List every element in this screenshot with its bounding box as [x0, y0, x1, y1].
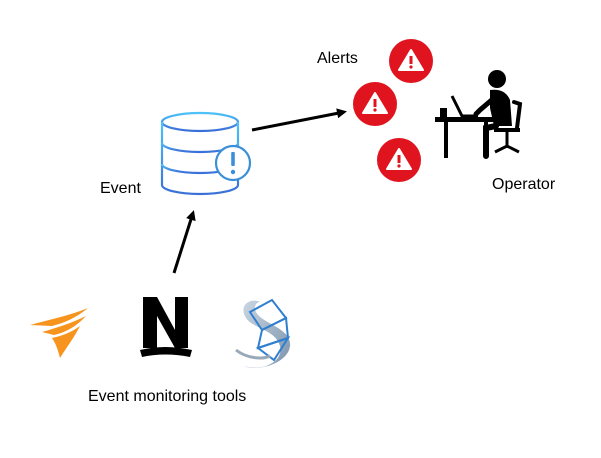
alert-triangle-icon [353, 82, 397, 126]
alert-triangle-icon [377, 138, 421, 182]
event-label: Event [100, 180, 141, 197]
tools-to-event-arrow [172, 210, 196, 274]
sql-server-logo-icon [235, 298, 291, 368]
database-alert-badge-icon [214, 144, 252, 182]
event-to-alerts-arrow [251, 108, 347, 132]
alert-triangle-icon [389, 39, 433, 83]
alerts-label: Alerts [317, 50, 358, 67]
nagios-logo-icon [140, 297, 192, 357]
operator-label: Operator [492, 176, 556, 193]
event-monitoring-tools-label: Event monitoring tools [88, 388, 246, 405]
solarwinds-logo-icon [30, 308, 88, 358]
operator-at-desk-icon [435, 70, 523, 159]
